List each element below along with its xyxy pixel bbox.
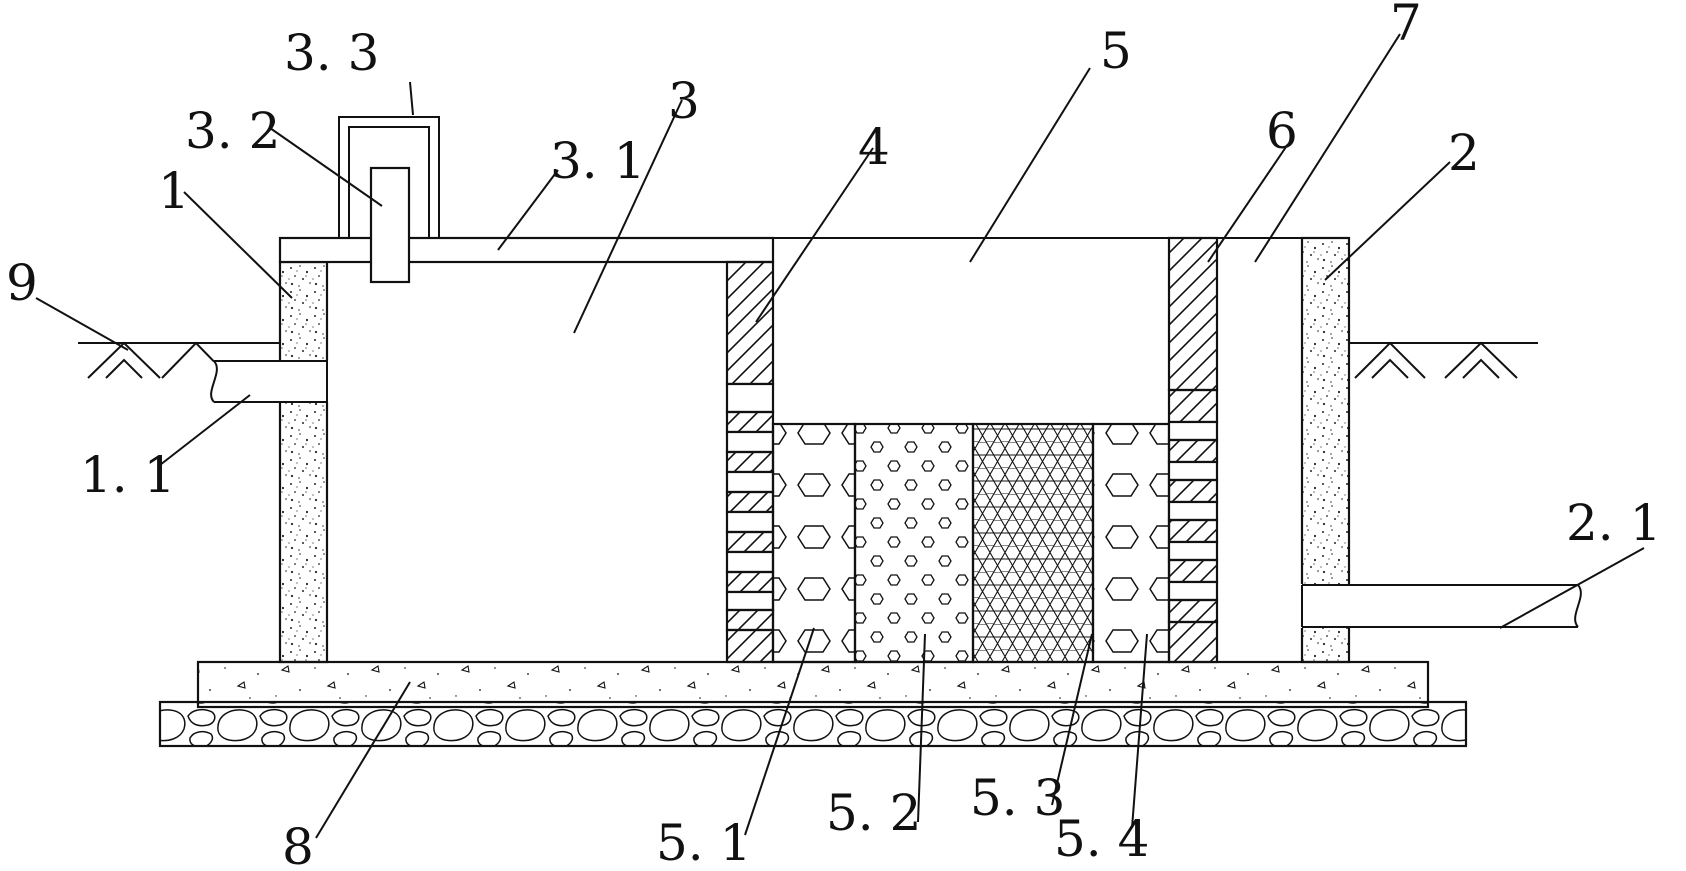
outlet-partition-wall	[1167, 236, 1219, 664]
label-5: 5	[1100, 22, 1132, 80]
label-5-3: 5. 3	[970, 769, 1065, 827]
inlet-pipe	[210, 360, 328, 403]
ground-surface	[78, 341, 1538, 379]
label-1: 1	[158, 162, 190, 220]
label-5-2: 5. 2	[826, 784, 921, 842]
left-wall	[278, 260, 329, 664]
label-8: 8	[282, 818, 314, 871]
label-5-4: 5. 4	[1054, 810, 1149, 868]
label-4: 4	[858, 118, 890, 176]
leader-lines	[35, 33, 1645, 839]
gravel-base-layer	[158, 700, 1468, 748]
label-5-1: 5. 1	[656, 814, 751, 871]
label-3-2: 3. 2	[185, 102, 280, 160]
label-2: 2	[1448, 124, 1480, 182]
label-9: 9	[6, 254, 38, 312]
partition-wall	[725, 260, 775, 664]
label-6: 6	[1266, 102, 1298, 160]
filter-layer-small-hex	[971, 422, 1095, 664]
cover-plate	[278, 236, 775, 264]
label-3: 3	[668, 72, 700, 130]
label-3-1: 3. 1	[550, 132, 645, 190]
label-1-1: 1. 1	[80, 446, 175, 504]
sedimentation-chamber	[326, 262, 727, 663]
label-3-3: 3. 3	[284, 24, 379, 82]
concrete-base-slab	[196, 660, 1430, 709]
label-7: 7	[1390, 0, 1422, 52]
filter-layer-large-hex	[771, 422, 857, 664]
filter-layer-outer-hex	[1091, 422, 1171, 664]
label-2-1: 2. 1	[1566, 494, 1661, 552]
filter-layer-medium-hex	[853, 422, 975, 664]
outlet-pipe	[1301, 584, 1582, 628]
vent-valve-block	[369, 166, 411, 284]
callout-labels: 3. 3 3. 2 3. 1 3 4 5 6 7 2 1 9 1. 1 2. 1…	[6, 0, 1661, 871]
